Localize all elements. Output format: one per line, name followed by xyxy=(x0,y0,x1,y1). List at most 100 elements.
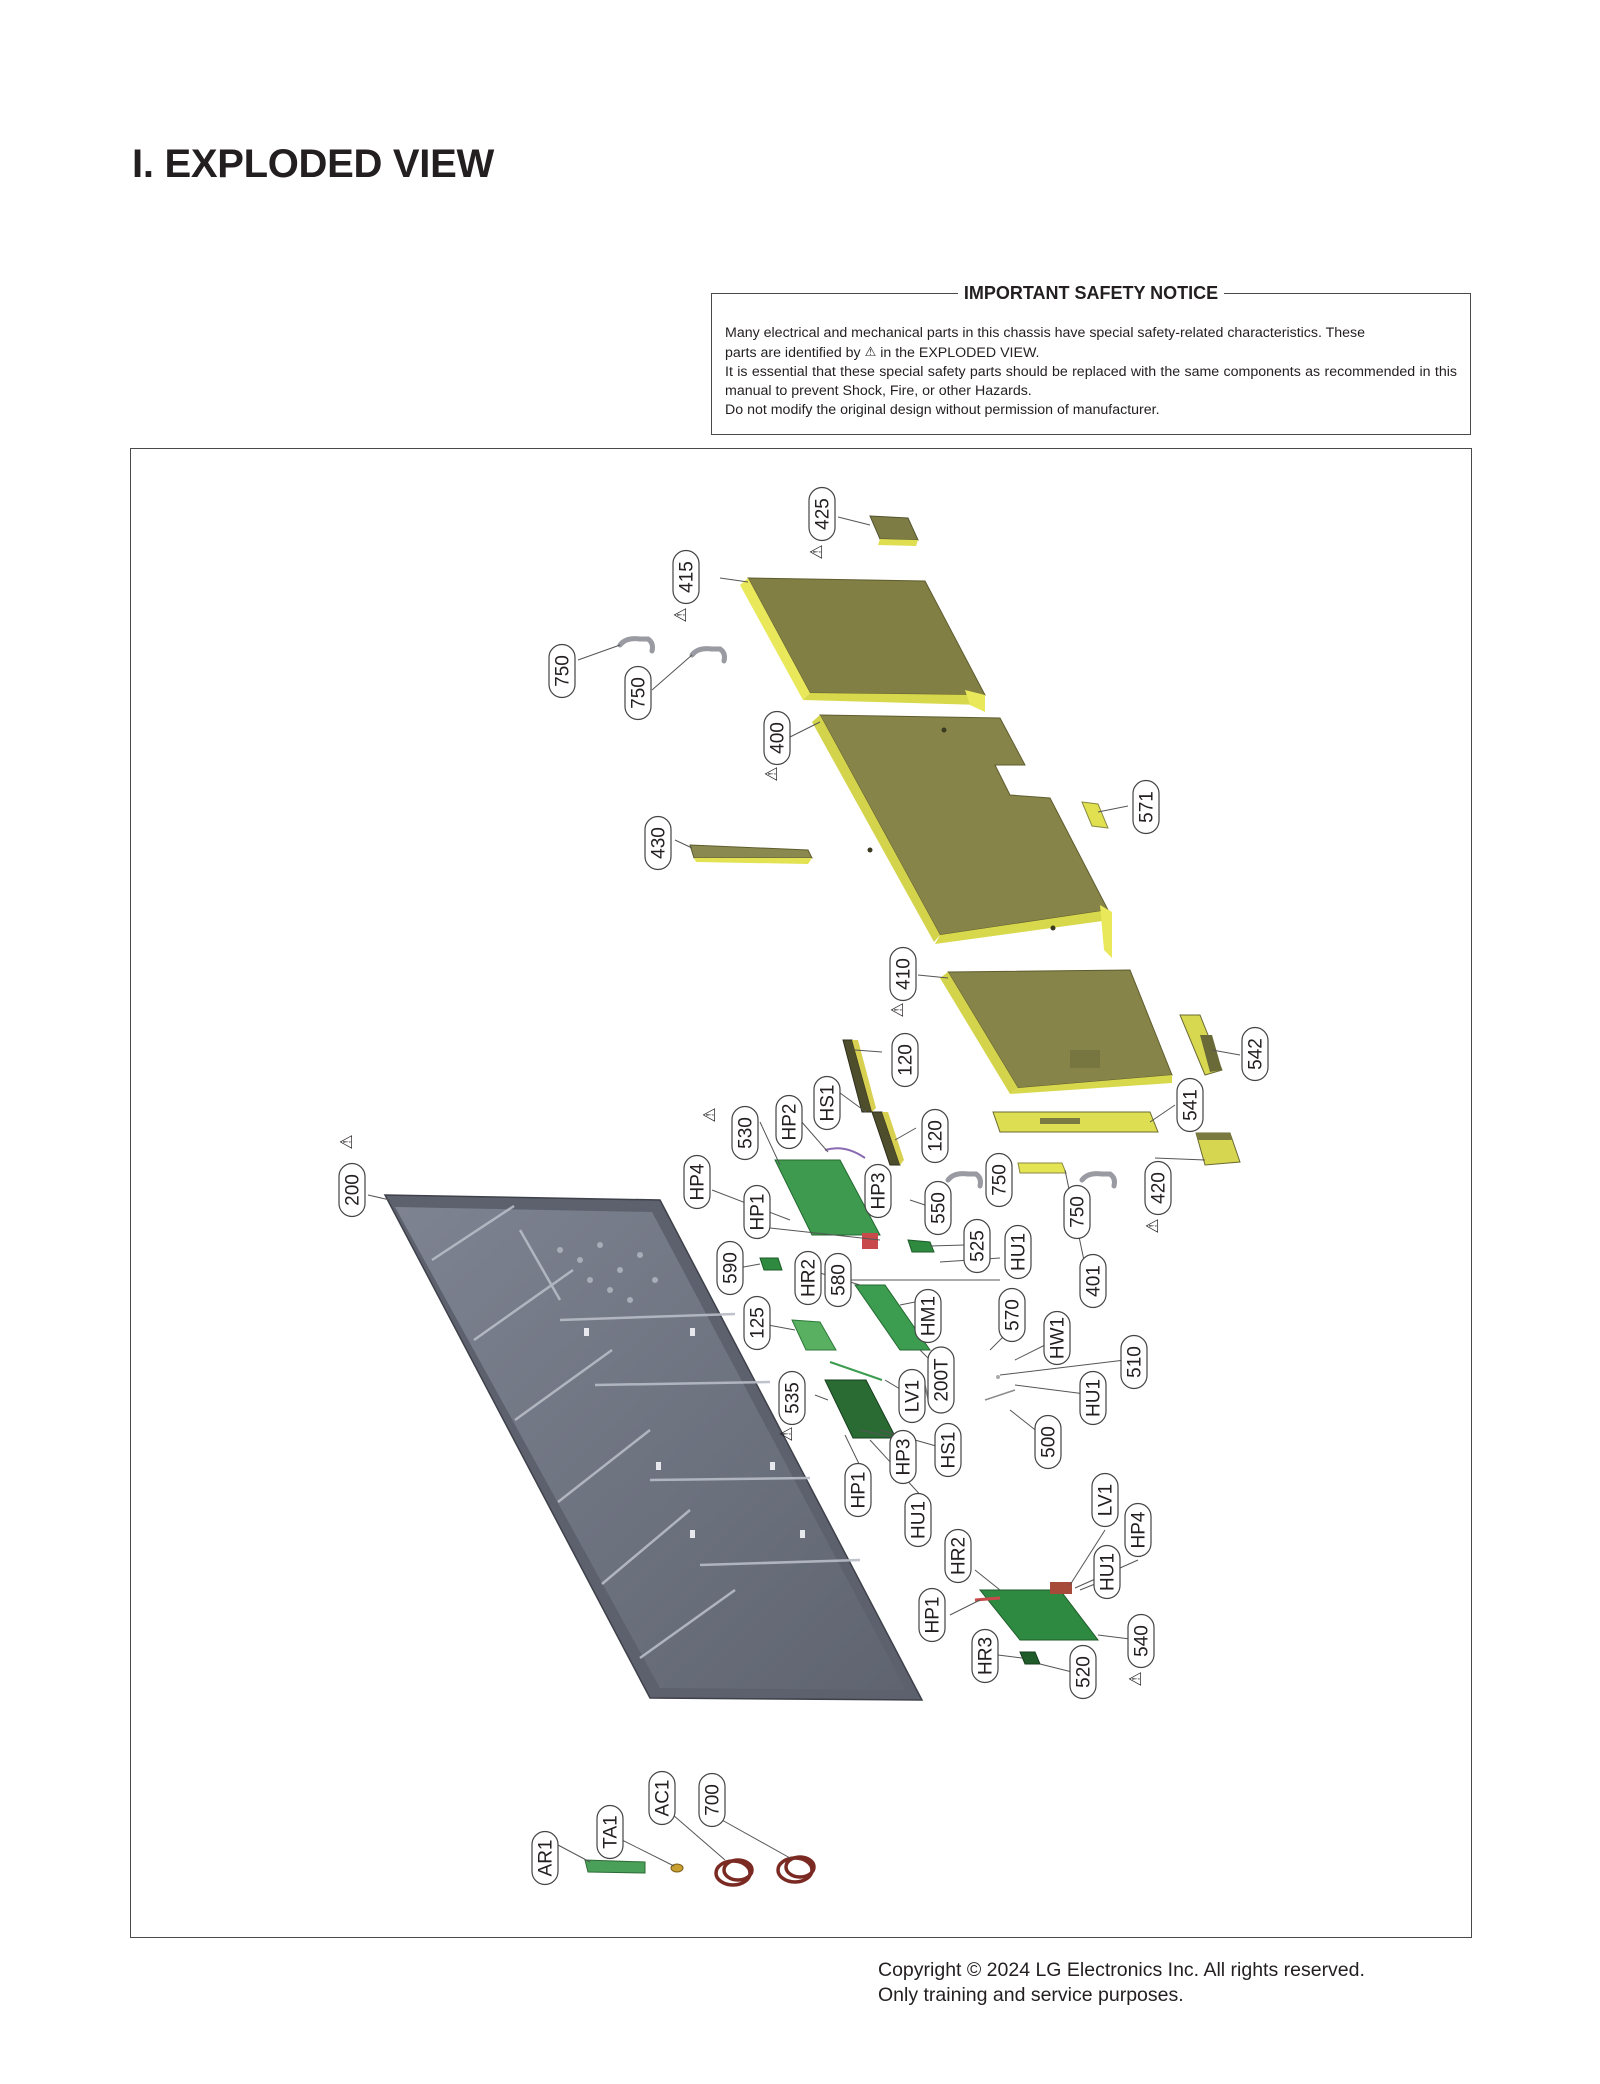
safety-warning-icon: ⚠ xyxy=(1143,1218,1163,1233)
callout-HP4: HP4 xyxy=(1124,1502,1152,1558)
callout-AR1: AR1 xyxy=(531,1830,559,1886)
callout-text: TA1 xyxy=(601,1815,622,1848)
callout-bubble xyxy=(1043,1310,1071,1366)
callout-bubble xyxy=(1079,1253,1107,1309)
callout-text: 542 xyxy=(1246,1038,1267,1070)
callout-415: 415 xyxy=(672,549,700,605)
callout-HP1: HP1 xyxy=(743,1184,771,1240)
callout-HU1: HU1 xyxy=(1079,1370,1107,1426)
callout-120: 120 xyxy=(891,1032,919,1088)
callout-text: HU1 xyxy=(1009,1233,1030,1271)
callout-bubble xyxy=(775,1094,803,1150)
bracket-425-part xyxy=(869,515,919,546)
safety-notice-body: Many electrical and mechanical parts in … xyxy=(725,324,1457,420)
callout-text: 430 xyxy=(649,827,670,859)
safety-warning-icon: ⚠ xyxy=(777,1426,797,1441)
safety-notice-line1: Many electrical and mechanical parts in … xyxy=(725,325,1366,341)
callout-bubble xyxy=(698,1772,726,1828)
callout-text: 415 xyxy=(677,561,698,593)
callout-520: 520 xyxy=(1069,1644,1097,1700)
callout-120: 120 xyxy=(921,1108,949,1164)
part-420 xyxy=(1195,1132,1241,1166)
callout-bubble xyxy=(731,1105,759,1161)
callout-text: 520 xyxy=(1074,1656,1095,1688)
callout-bubble xyxy=(963,1218,991,1274)
callout-bubble xyxy=(548,643,576,699)
callout-HP3: HP3 xyxy=(864,1163,892,1219)
callout-text: 571 xyxy=(1137,791,1158,823)
callout-text: HR2 xyxy=(799,1259,820,1297)
callout-750: 750 xyxy=(624,665,652,721)
callout-bubble xyxy=(889,1429,917,1485)
callout-text: 510 xyxy=(1125,1346,1146,1378)
callout-200: 200 xyxy=(338,1162,366,1218)
callout-text: HP2 xyxy=(780,1104,801,1141)
callout-700: 700 xyxy=(698,1772,726,1828)
callout-410: 410 xyxy=(889,946,917,1002)
callout-text: 570 xyxy=(1003,1299,1024,1331)
safety-warning-icon: ⚠ xyxy=(807,544,827,559)
callout-425: 425 xyxy=(808,486,836,542)
bar-401-part xyxy=(1017,1162,1067,1174)
callout-HM1: HM1 xyxy=(914,1288,942,1344)
callout-text: HP4 xyxy=(688,1163,709,1200)
callout-540: 540 xyxy=(1127,1613,1155,1669)
callout-text: HP3 xyxy=(894,1439,915,1476)
callout-bubble xyxy=(1004,1224,1032,1280)
callout-571: 571 xyxy=(1132,779,1160,835)
remote-and-cables-parts xyxy=(584,1855,816,1887)
callout-420: 420 xyxy=(1144,1160,1172,1216)
small-boards-parts xyxy=(759,1239,1016,1439)
callout-bubble xyxy=(743,1295,771,1351)
callout-125: 125 xyxy=(743,1295,771,1351)
callout-bubble xyxy=(904,1492,932,1548)
callout-bubble xyxy=(338,1162,366,1218)
callout-HW1: HW1 xyxy=(1043,1310,1071,1366)
callout-HU1: HU1 xyxy=(1004,1224,1032,1280)
safety-notice-line2-start: parts are identified by xyxy=(725,345,861,361)
callout-500: 500 xyxy=(1034,1414,1062,1470)
callout-750: 750 xyxy=(1063,1184,1091,1240)
callout-bubble xyxy=(927,1346,955,1414)
safety-notice-box: IMPORTANT SAFETY NOTICE Many electrical … xyxy=(711,283,1471,435)
callout-550: 550 xyxy=(924,1180,952,1236)
callout-text: 750 xyxy=(990,1164,1011,1196)
callout-510: 510 xyxy=(1120,1334,1148,1390)
callout-bubble xyxy=(743,1184,771,1240)
callout-text: HW1 xyxy=(1048,1317,1069,1359)
callout-text: 525 xyxy=(968,1230,989,1262)
warning-triangle-icon: ⚠ xyxy=(864,344,877,359)
callout-text: 750 xyxy=(629,677,650,709)
callout-bubble xyxy=(944,1528,972,1584)
bracket-542-part xyxy=(1179,1014,1223,1076)
safety-warning-icon: ⚠ xyxy=(762,766,782,781)
callout-text: HP4 xyxy=(1129,1511,1150,1548)
callout-text: 750 xyxy=(553,655,574,687)
callout-bubble xyxy=(914,1288,942,1344)
callout-text: AC1 xyxy=(653,1780,674,1817)
callout-bubble xyxy=(624,665,652,721)
callout-541: 541 xyxy=(1176,1077,1204,1133)
callout-750: 750 xyxy=(985,1152,1013,1208)
callout-bubble xyxy=(1124,1502,1152,1558)
exploded-view-frame xyxy=(130,448,1472,1938)
callout-bubble xyxy=(998,1287,1026,1343)
callout-text: HS1 xyxy=(939,1432,960,1469)
callout-text: 400 xyxy=(768,722,789,754)
callout-bubble xyxy=(844,1462,872,1518)
callout-HS1: HS1 xyxy=(934,1422,962,1478)
callout-text: 200T xyxy=(932,1358,953,1402)
callout-bubble xyxy=(648,1770,676,1826)
cover-410-part xyxy=(940,969,1173,1094)
footer: Copyright © 2024 LG Electronics Inc. All… xyxy=(878,1958,1365,2008)
callout-535: 535 xyxy=(778,1370,806,1426)
callout-bubble xyxy=(924,1180,952,1236)
callout-bubble xyxy=(891,1032,919,1088)
callout-bubble xyxy=(1034,1414,1062,1470)
callout-bubble xyxy=(644,815,672,871)
callout-bubble xyxy=(1127,1613,1155,1669)
callout-HR2: HR2 xyxy=(944,1528,972,1584)
callout-text: 700 xyxy=(703,1784,724,1816)
callout-HU1: HU1 xyxy=(904,1492,932,1548)
